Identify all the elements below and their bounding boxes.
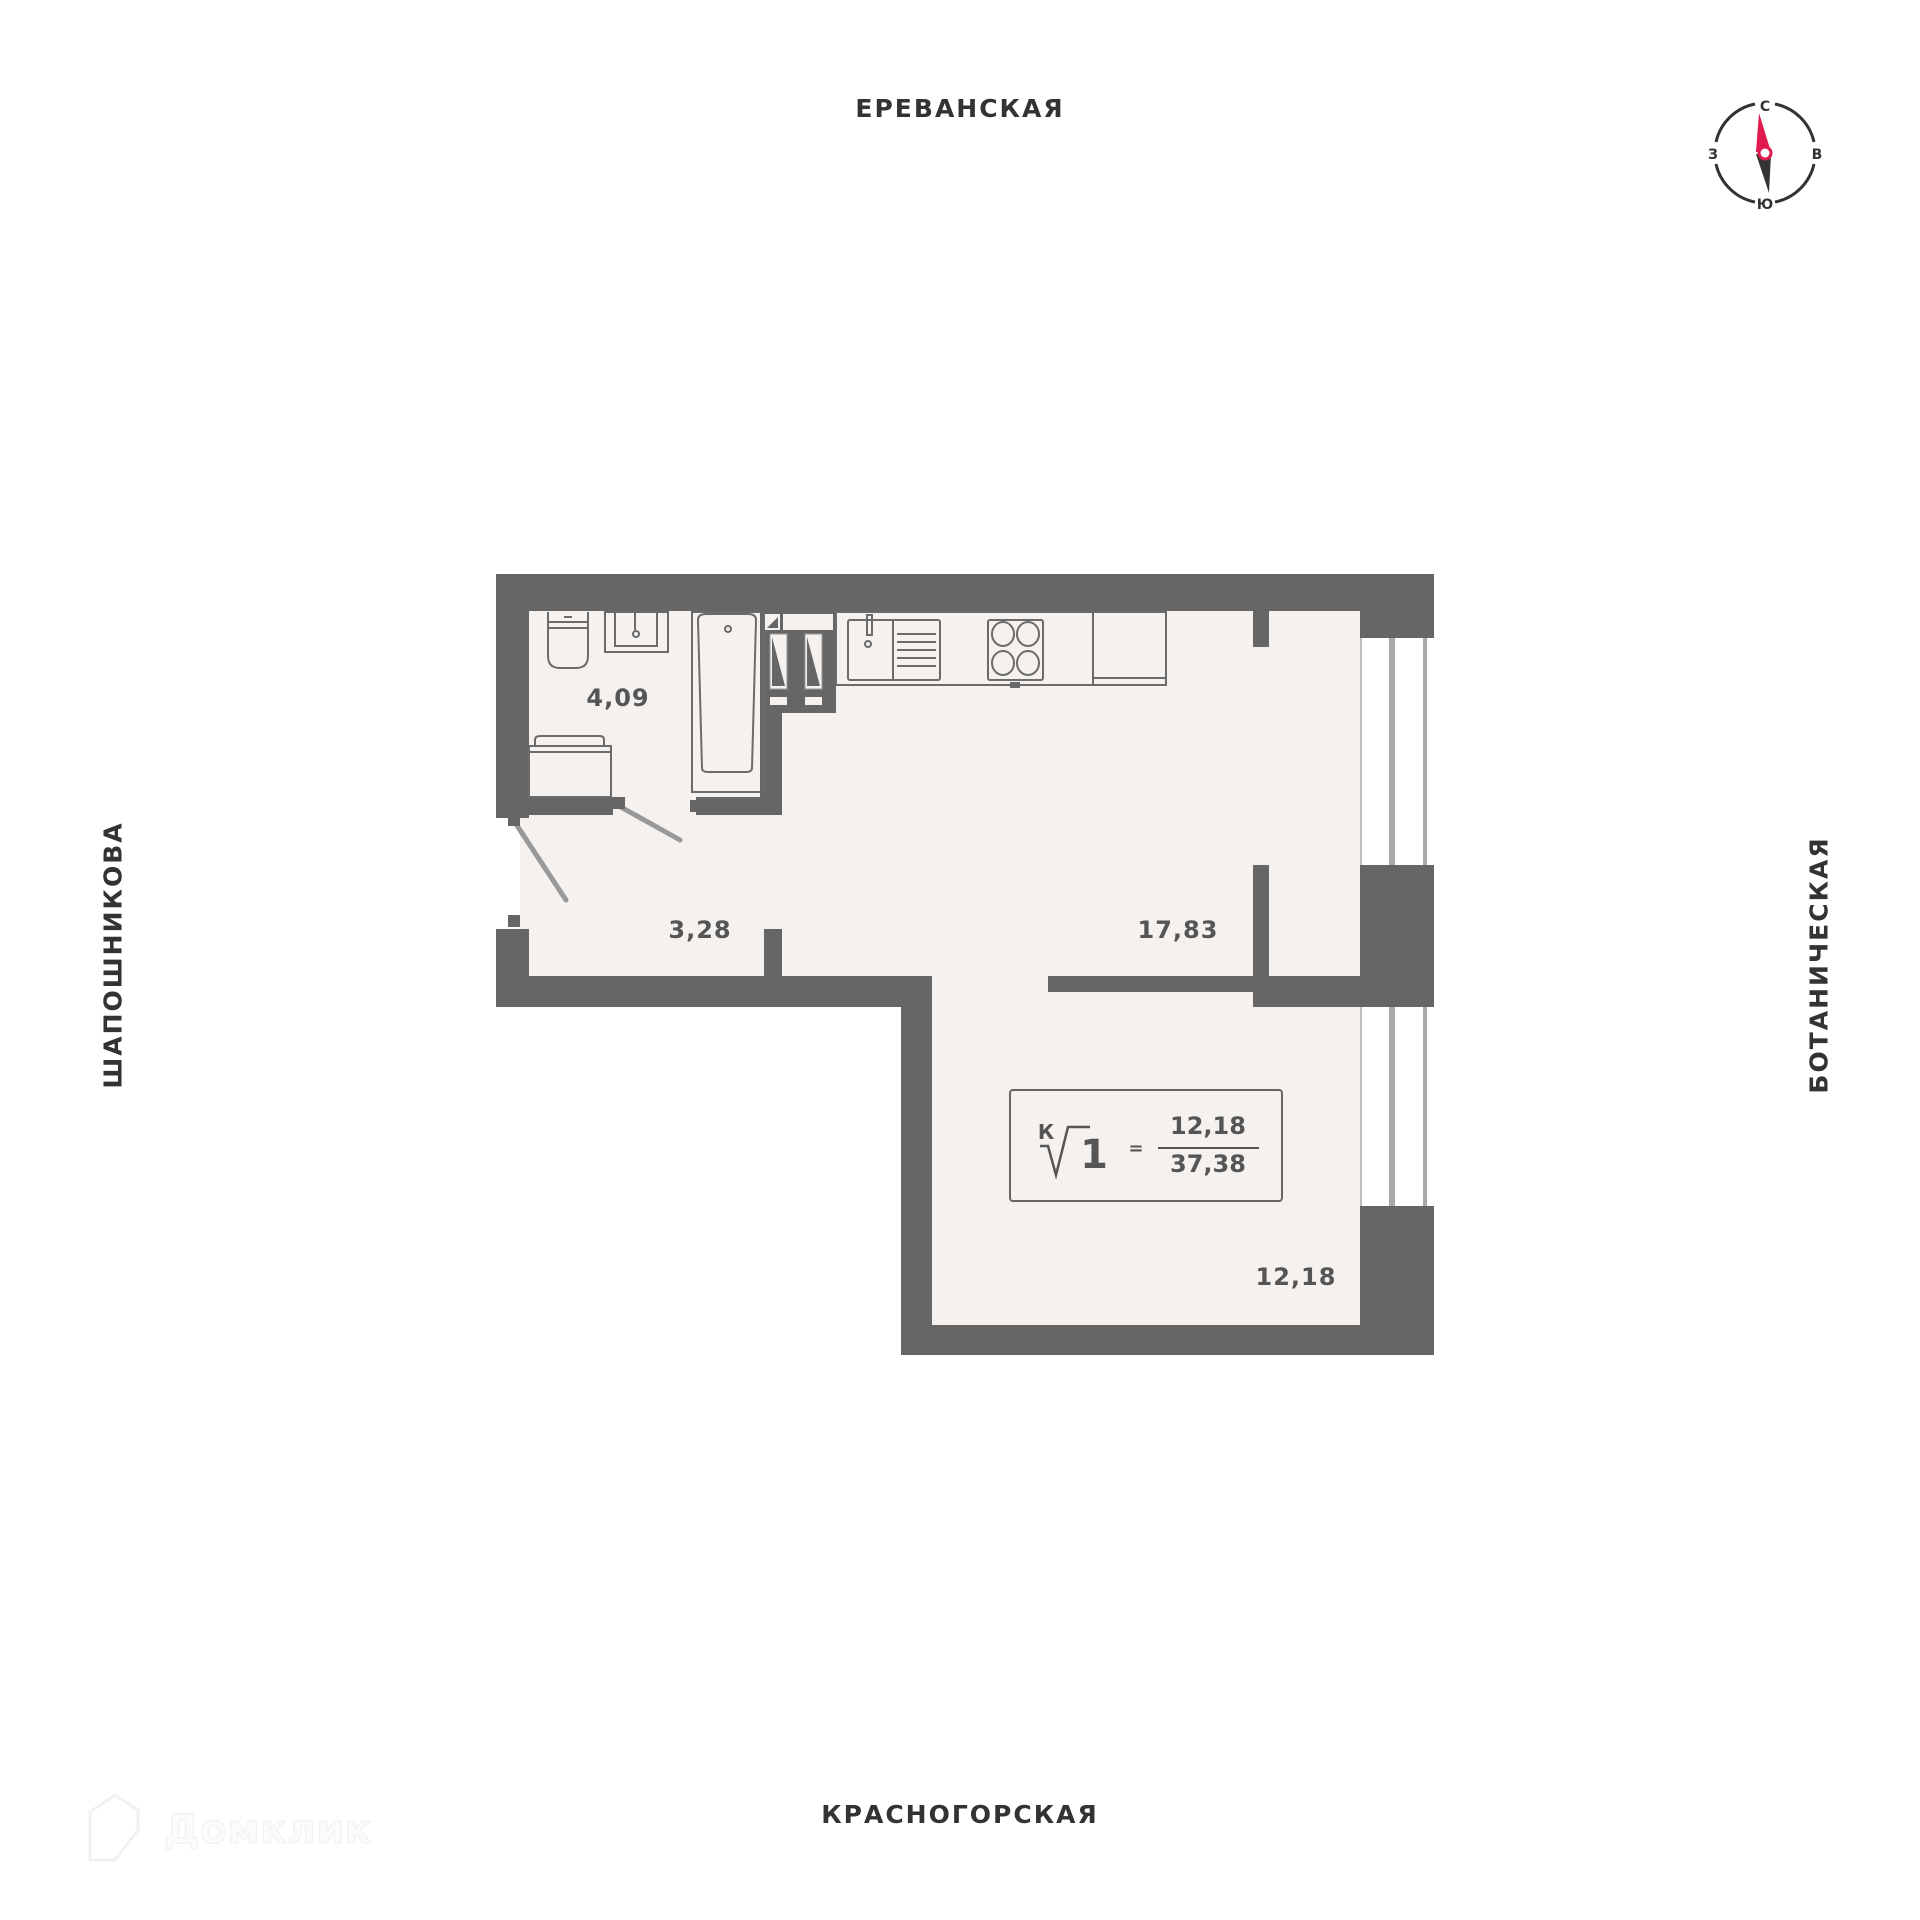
total-area-value: 37,38 xyxy=(1170,1150,1246,1178)
door-icon xyxy=(513,803,683,903)
street-label-south: КРАСНОГОРСКАЯ xyxy=(821,1800,1099,1829)
root-sign-icon xyxy=(1040,1125,1090,1180)
svg-text:В: В xyxy=(1812,147,1823,163)
window-upper xyxy=(1360,638,1427,865)
window-lower xyxy=(1360,1007,1427,1206)
street-label-north: ЕРЕВАНСКАЯ xyxy=(855,94,1065,123)
kitchen-fixtures xyxy=(835,611,1167,688)
domclick-watermark: Домклик xyxy=(80,1790,372,1870)
area-hallway: 3,28 xyxy=(668,916,731,944)
washing-machine-icon xyxy=(528,735,612,798)
kitchen-sink-icon xyxy=(847,614,941,681)
area-kitchen-living: 17,83 xyxy=(1138,916,1219,944)
stove-icon xyxy=(987,619,1044,688)
door-hinges xyxy=(508,797,702,927)
walls xyxy=(496,574,1434,1355)
floor-areas xyxy=(520,611,1360,1325)
bathroom-fixtures xyxy=(528,611,765,798)
fridge-icon xyxy=(1092,611,1167,686)
living-area-value: 12,18 xyxy=(1170,1112,1246,1140)
svg-text:=: = xyxy=(1128,1138,1143,1159)
apartment-summary: К 1 = 12,18 37,38 xyxy=(1009,1089,1283,1202)
compass-icon: С Ю З В xyxy=(1708,99,1822,213)
wardrobe-icon xyxy=(764,614,833,705)
room-type-label: К xyxy=(1038,1120,1055,1144)
svg-text:З: З xyxy=(1708,147,1718,163)
toilet-icon xyxy=(547,612,589,669)
windows xyxy=(1360,638,1427,1206)
svg-text:С: С xyxy=(1760,99,1770,115)
house-logo-icon xyxy=(88,1793,140,1862)
bathtub-icon xyxy=(691,611,765,793)
svg-text:Ю: Ю xyxy=(1757,197,1773,213)
rooms-count: 1 xyxy=(1080,1132,1108,1178)
area-bedroom: 12,18 xyxy=(1256,1263,1337,1291)
area-bathroom: 4,09 xyxy=(586,684,649,712)
sink-icon xyxy=(604,611,669,653)
